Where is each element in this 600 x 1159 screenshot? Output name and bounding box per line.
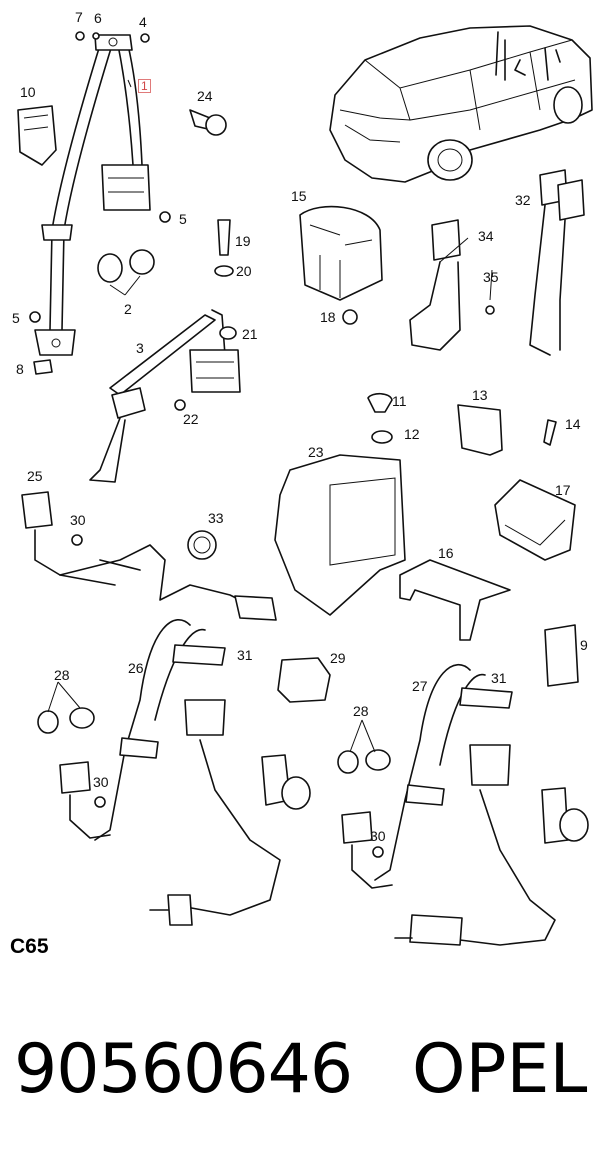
callout-12: 12 <box>404 426 420 442</box>
callout-30: 30 <box>70 512 86 528</box>
callout-35: 35 <box>483 269 499 285</box>
callout-9: 9 <box>580 637 588 653</box>
callout-6: 6 <box>94 10 102 26</box>
parts-exploded-diagram <box>17 25 593 946</box>
parts-11-14 <box>367 392 557 456</box>
part-28-caps <box>37 707 391 774</box>
callout-20: 20 <box>236 263 252 279</box>
callout-30: 30 <box>370 828 386 844</box>
callout-16: 16 <box>438 545 454 561</box>
callout-25: 25 <box>27 468 43 484</box>
callout-28: 28 <box>54 667 70 683</box>
callout-8: 8 <box>16 361 24 377</box>
callout-1: 1 <box>138 79 151 93</box>
part-10-trim <box>17 105 57 166</box>
part-26-rear-belt <box>59 619 311 926</box>
car-illustration <box>329 25 593 183</box>
part-15-cover <box>299 205 383 301</box>
part-25-wiring <box>21 491 277 621</box>
part-24-clip <box>189 109 227 136</box>
callout-2: 2 <box>124 301 132 317</box>
callout-11: 11 <box>392 393 407 409</box>
callout-31: 31 <box>491 670 507 686</box>
part-23-trim-panel <box>274 454 406 616</box>
callout-4: 4 <box>139 14 147 30</box>
callout-27: 27 <box>412 678 428 694</box>
callout-26: 26 <box>128 660 144 676</box>
callout-21: 21 <box>242 326 258 342</box>
callout-22: 22 <box>183 411 199 427</box>
callout-32: 32 <box>515 192 531 208</box>
callout-24: 24 <box>197 88 213 104</box>
callout-10: 10 <box>20 84 36 100</box>
part-17-panel <box>494 479 576 561</box>
part-3-belt <box>89 309 241 483</box>
callout-13: 13 <box>472 387 488 403</box>
part-29-trim <box>277 657 331 703</box>
callout-19: 19 <box>235 233 251 249</box>
callout-5: 5 <box>179 211 187 227</box>
callout-3: 3 <box>136 340 144 356</box>
callout-30: 30 <box>93 774 109 790</box>
part-1-front-belt <box>29 31 171 375</box>
callout-29: 29 <box>330 650 346 666</box>
part-27-rear-belt <box>341 663 589 946</box>
callout-18: 18 <box>320 309 336 325</box>
callout-23: 23 <box>308 444 324 460</box>
callout-31: 31 <box>237 647 253 663</box>
part-2-cap <box>97 249 155 296</box>
callout-33: 33 <box>208 510 224 526</box>
parts-19-22-fasteners <box>174 219 237 411</box>
part-9-label <box>544 624 579 687</box>
part-34-buckle <box>409 219 495 351</box>
diagram-code: C65 <box>10 935 49 958</box>
leader-lines <box>47 79 493 753</box>
part-18-nut <box>342 309 358 325</box>
callout-17: 17 <box>555 482 571 498</box>
callout-34: 34 <box>478 228 494 244</box>
part-16-bracket <box>399 559 511 641</box>
callout-14: 14 <box>565 416 581 432</box>
callout-28: 28 <box>353 703 369 719</box>
part-32-buckle-pair <box>529 169 585 356</box>
callout-15: 15 <box>291 188 307 204</box>
callout-7: 7 <box>75 9 83 25</box>
part-number: 90560646 <box>14 1030 353 1109</box>
brand-name: OPEL <box>412 1030 588 1109</box>
callout-5: 5 <box>12 310 20 326</box>
